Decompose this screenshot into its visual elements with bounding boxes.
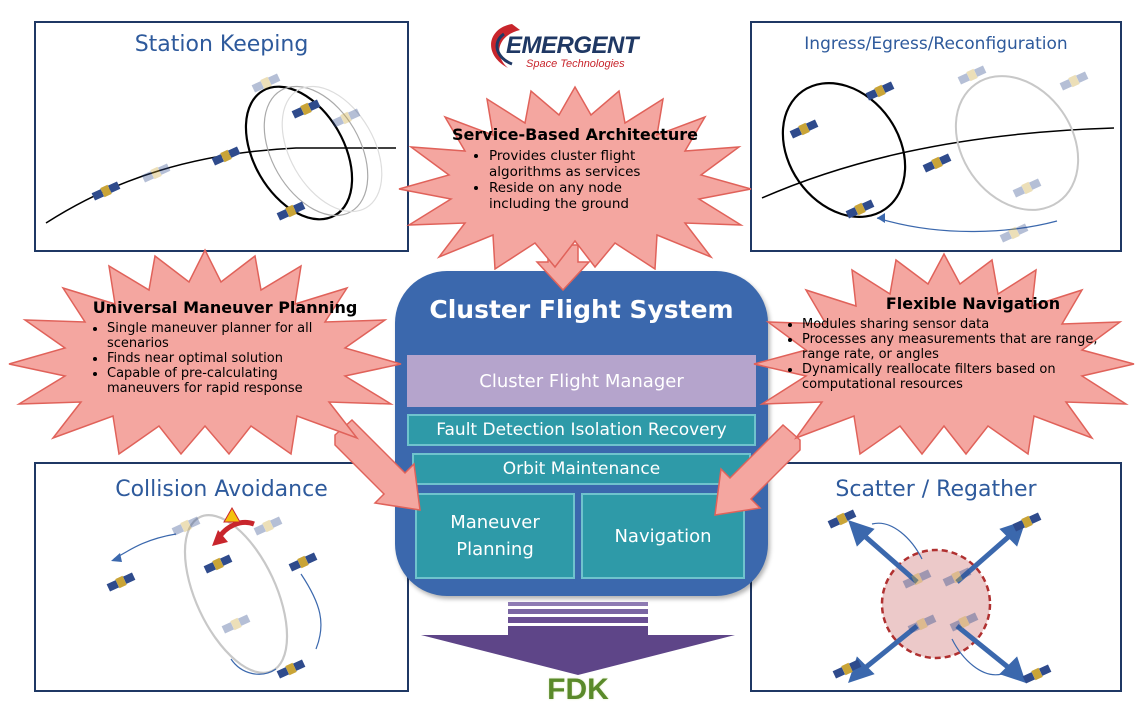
- satellite-icon: [907, 614, 937, 634]
- collision-avoidance-panel: Collision Avoidance: [34, 462, 409, 692]
- fdk-arrow: [421, 602, 735, 675]
- satellite-icon: [789, 119, 819, 139]
- satellite-icon: [251, 73, 281, 93]
- satellite-icon: [171, 516, 201, 536]
- panel-title: Scatter / Regather: [835, 477, 1037, 502]
- satellite-icon: [865, 81, 895, 101]
- satellite-icon: [221, 614, 251, 634]
- orbit-maintenance-label: Orbit Maintenance: [502, 459, 661, 479]
- satellite-icon: [1059, 71, 1089, 91]
- scatter-regather-illustration: [827, 509, 1052, 684]
- service-based-architecture-text: Service-Based Architecture Provides clus…: [445, 125, 705, 212]
- callout-bullet: Single maneuver planner for all scenario…: [107, 321, 347, 351]
- satellite-icon: [999, 223, 1029, 243]
- universal-maneuver-planning-text: Universal Maneuver Planning Single maneu…: [65, 298, 385, 396]
- cluster-flight-manager-label: Cluster Flight Manager: [479, 370, 684, 392]
- satellite-icon: [942, 567, 972, 587]
- maneuver-planning-label: Maneuver Planning: [450, 512, 540, 560]
- flexible-navigation-callout: Flexible Navigation Modules sharing sens…: [752, 252, 1136, 457]
- callout-bullet: Finds near optimal solution: [107, 351, 347, 366]
- panel-title: Ingress/Egress/Reconfiguration: [804, 34, 1068, 54]
- panel-title: Collision Avoidance: [115, 477, 328, 502]
- cluster-flight-system: Cluster Flight System Cluster Flight Man…: [395, 271, 768, 596]
- satellite-icon: [291, 99, 321, 119]
- satellite-icon: [922, 153, 952, 173]
- ingress-egress-panel: Ingress/Egress/Reconfiguration: [750, 21, 1122, 252]
- satellite-icon: [141, 163, 171, 183]
- logo-name: EMERGENT: [506, 32, 639, 59]
- orbit-maintenance: Orbit Maintenance: [412, 453, 751, 485]
- service-based-architecture-callout: Service-Based Architecture Provides clus…: [395, 85, 755, 270]
- callout-bullet: Capable of pre-calculating maneuvers for…: [107, 366, 347, 396]
- satellite-icon: [253, 516, 283, 536]
- fdk-label: FDK: [547, 673, 609, 706]
- cluster-flight-manager: Cluster Flight Manager: [407, 355, 756, 407]
- starburst-shape: [753, 252, 1135, 456]
- satellite-icon: [832, 659, 862, 679]
- logo-tagline: Space Technologies: [526, 58, 625, 70]
- universal-maneuver-planning-callout: Universal Maneuver Planning Single maneu…: [5, 248, 405, 458]
- satellite-icon: [106, 572, 136, 592]
- collision-avoidance-illustration: [106, 506, 322, 679]
- callout-bullet: Reside on any node including the ground: [489, 180, 679, 212]
- callout-title: Service-Based Architecture: [452, 125, 698, 144]
- satellite-icon: [288, 552, 318, 572]
- station-keeping-illustration: [45, 73, 396, 224]
- starburst-shape: [8, 248, 402, 456]
- satellite-icon: [1012, 178, 1042, 198]
- satellite-icon: [949, 612, 979, 632]
- starburst-shape: [398, 85, 752, 270]
- logo-swoosh-icon: [491, 24, 520, 68]
- satellite-icon: [827, 509, 857, 529]
- callout-bullet: Dynamically reallocate filters based on …: [802, 362, 1112, 392]
- satellite-icon: [902, 569, 932, 589]
- satellite-icon: [211, 146, 241, 166]
- emergent-logo: EMERGENT Space Technologies: [482, 18, 667, 74]
- callout-title: Universal Maneuver Planning: [92, 298, 358, 317]
- navigation-label: Navigation: [614, 525, 712, 547]
- callout-bullet: Modules sharing sensor data: [802, 317, 1112, 332]
- satellite-icon: [957, 65, 987, 85]
- satellite-icon: [331, 108, 361, 128]
- callout-title: Flexible Navigation: [885, 294, 1061, 313]
- navigation: Navigation: [581, 493, 745, 579]
- fdir-label: Fault Detection Isolation Recovery: [436, 420, 727, 440]
- panel-title: Station Keeping: [134, 32, 309, 57]
- satellite-icon: [1022, 664, 1052, 684]
- satellite-icon: [203, 554, 233, 574]
- flexible-navigation-text: Flexible Navigation Modules sharing sens…: [788, 294, 1118, 392]
- satellite-icon: [91, 181, 121, 201]
- station-keeping-panel: Station Keeping: [34, 21, 409, 252]
- satellite-icon: [1012, 512, 1042, 532]
- warning-icon: [223, 506, 241, 523]
- satellite-icon: [845, 199, 875, 219]
- fault-detection-isolation-recovery: Fault Detection Isolation Recovery: [407, 414, 756, 446]
- ingress-egress-illustration: [761, 65, 1115, 243]
- maneuver-planning: Maneuver Planning: [415, 493, 575, 579]
- callout-bullet: Processes any measurements that are rang…: [802, 332, 1112, 362]
- cluster-flight-system-title: Cluster Flight System: [429, 295, 734, 324]
- callout-bullet: Provides cluster flight algorithms as se…: [489, 148, 679, 180]
- satellite-icon: [276, 659, 306, 679]
- scatter-regather-panel: Scatter / Regather: [750, 462, 1122, 692]
- satellite-icon: [276, 201, 306, 221]
